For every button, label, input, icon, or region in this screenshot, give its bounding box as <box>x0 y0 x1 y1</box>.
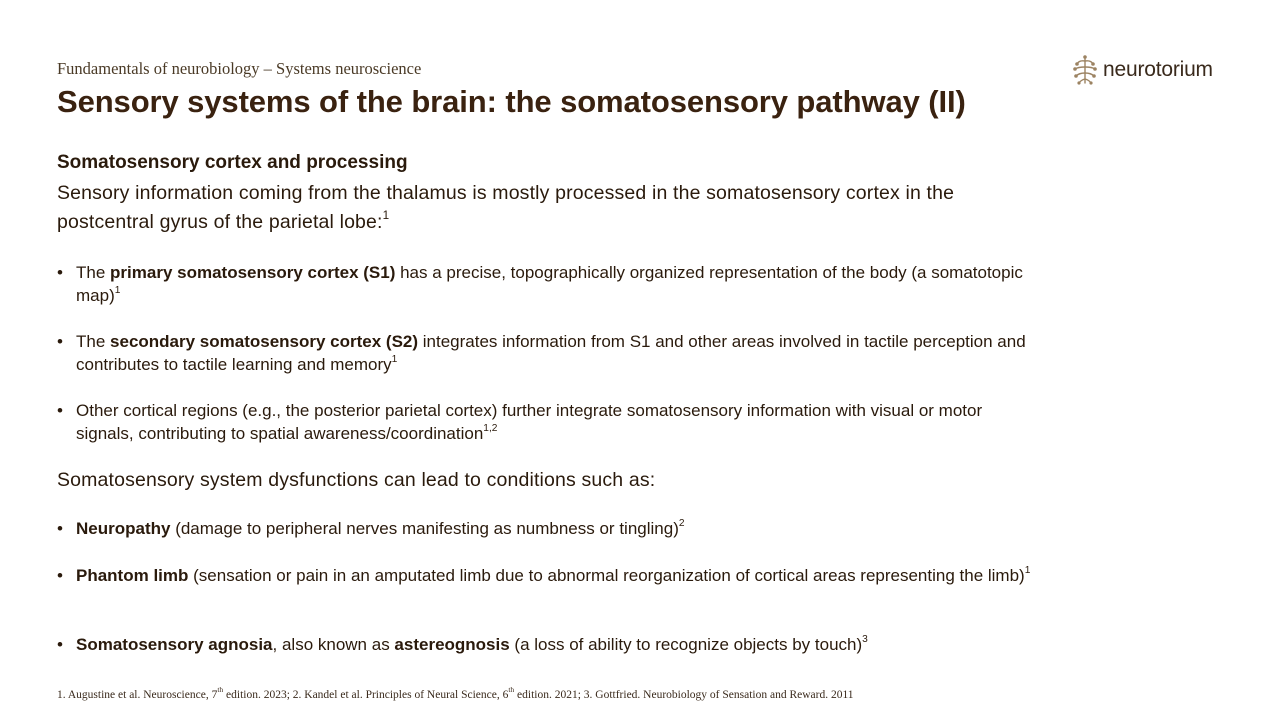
references-footnote: 1. Augustine et al. Neuroscience, 7th ed… <box>57 686 854 701</box>
condition-alt-name: astereognosis <box>394 635 510 654</box>
intro-paragraph: Sensory information coming from the thal… <box>57 179 1047 237</box>
condition-reference: 2 <box>678 518 685 530</box>
dysfunction-intro: Somatosensory system dysfunctions can le… <box>57 469 656 491</box>
list-item: The primary somatosensory cortex (S1) ha… <box>57 261 1037 307</box>
intro-reference: 1 <box>382 209 390 223</box>
bullet-pre: The <box>76 332 111 351</box>
section-heading: Somatosensory cortex and processing <box>57 152 408 173</box>
bullet-text: has a precise, topographically organized… <box>76 263 1023 305</box>
condition-text: (a loss of ability to recognize objects … <box>509 635 863 654</box>
bullet-pre: The <box>76 263 111 282</box>
condition-text: (sensation or pain in an amputated limb … <box>188 566 1025 585</box>
condition-reference: 1 <box>1024 565 1031 577</box>
condition-name: Neuropathy <box>76 519 171 538</box>
list-item: The secondary somatosensory cortex (S2) … <box>57 330 1037 376</box>
slide-supertitle: Fundamentals of neurobiology – Systems n… <box>57 59 422 78</box>
bullet-reference: 1 <box>114 285 121 297</box>
intro-text: Sensory information coming from the thal… <box>57 182 955 233</box>
condition-name: Phantom limb <box>76 566 189 585</box>
bullet-reference: 1,2 <box>483 423 498 435</box>
condition-reference: 3 <box>862 634 868 646</box>
condition-name: Somatosensory agnosia <box>76 635 273 654</box>
list-item: Somatosensory agnosia, also known as ast… <box>57 633 1037 656</box>
footnote-sup: th <box>217 685 224 695</box>
bullet-text: Other cortical regions (e.g., the poster… <box>76 401 983 443</box>
footnote-part: edition. 2021; 3. Gottfried. Neurobiolog… <box>514 689 854 701</box>
list-item: Other cortical regions (e.g., the poster… <box>57 399 1037 445</box>
footnote-part: edition. 2023; 2. Kandel et al. Principl… <box>223 689 509 701</box>
bullet-text: integrates information from S1 and other… <box>76 332 1026 374</box>
footnote-part: 1. Augustine et al. Neuroscience, 7 <box>57 689 218 701</box>
list-item: Phantom limb (sensation or pain in an am… <box>57 564 1037 587</box>
footnote-sup: th <box>508 685 515 695</box>
brain-network-icon <box>1073 55 1097 85</box>
neurotorium-logo: neurotorium <box>1072 54 1213 86</box>
bullet-bold: primary somatosensory cortex (S1) <box>110 263 396 282</box>
condition-mid: , also known as <box>272 635 395 654</box>
logo-wordmark: neurotorium <box>1103 58 1213 81</box>
list-item: Neuropathy (damage to peripheral nerves … <box>57 517 1037 540</box>
condition-text: (damage to peripheral nerves manifesting… <box>170 519 679 538</box>
bullet-bold: secondary somatosensory cortex (S2) <box>110 332 419 351</box>
bullet-reference: 1 <box>391 354 398 366</box>
slide-title: Sensory systems of the brain: the somato… <box>57 84 966 119</box>
